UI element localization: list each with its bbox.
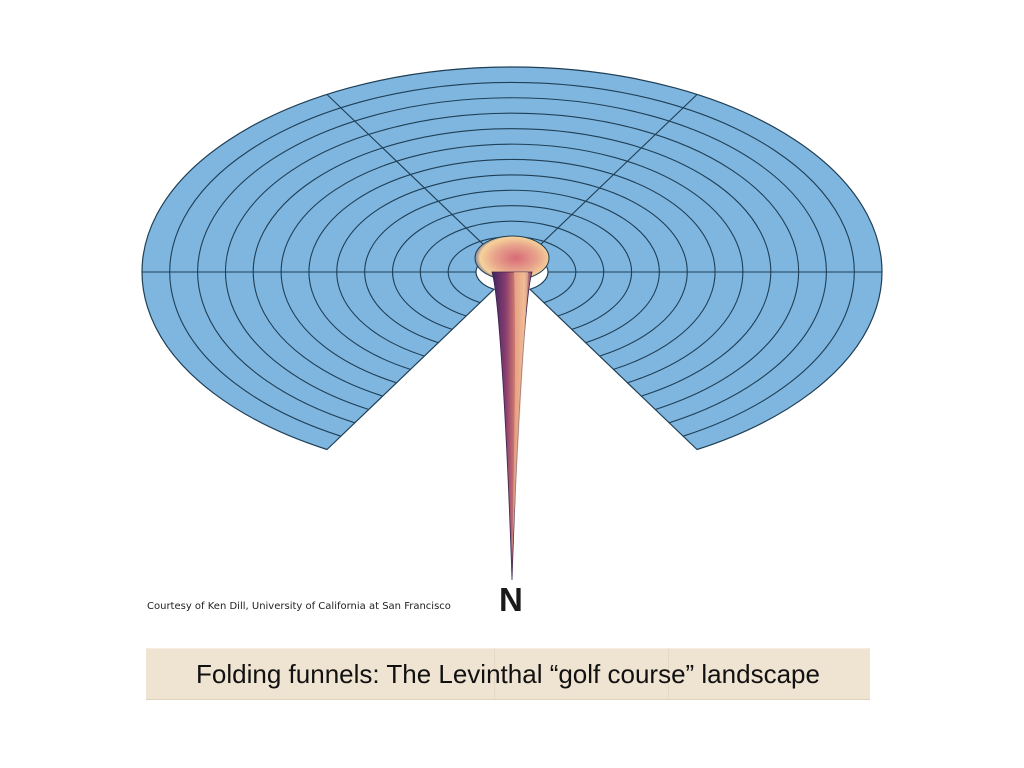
contour-ring xyxy=(280,143,744,384)
contour-ring xyxy=(197,97,827,424)
contour-ring xyxy=(308,158,716,370)
contour-ring xyxy=(225,112,800,411)
contour-ring xyxy=(336,174,688,357)
contour-rings xyxy=(169,81,855,437)
radial-spoke xyxy=(529,94,698,256)
slide-caption: Folding funnels: The Levinthal “golf cou… xyxy=(196,658,820,689)
funnel-highlight xyxy=(512,272,528,560)
contour-ring xyxy=(419,220,605,317)
funnel-spike xyxy=(491,271,533,581)
contour-ring xyxy=(169,81,855,437)
contour-ring xyxy=(252,128,772,397)
radial-spoke xyxy=(326,94,495,256)
contour-ring xyxy=(364,189,660,344)
contour-ring xyxy=(392,205,633,330)
native-state-label: N xyxy=(499,581,523,618)
radial-spokes xyxy=(142,94,882,273)
caption-bar: Folding funnels: The Levinthal “golf cou… xyxy=(146,648,870,700)
image-credit: Courtesy of Ken Dill, University of Cali… xyxy=(147,601,451,612)
